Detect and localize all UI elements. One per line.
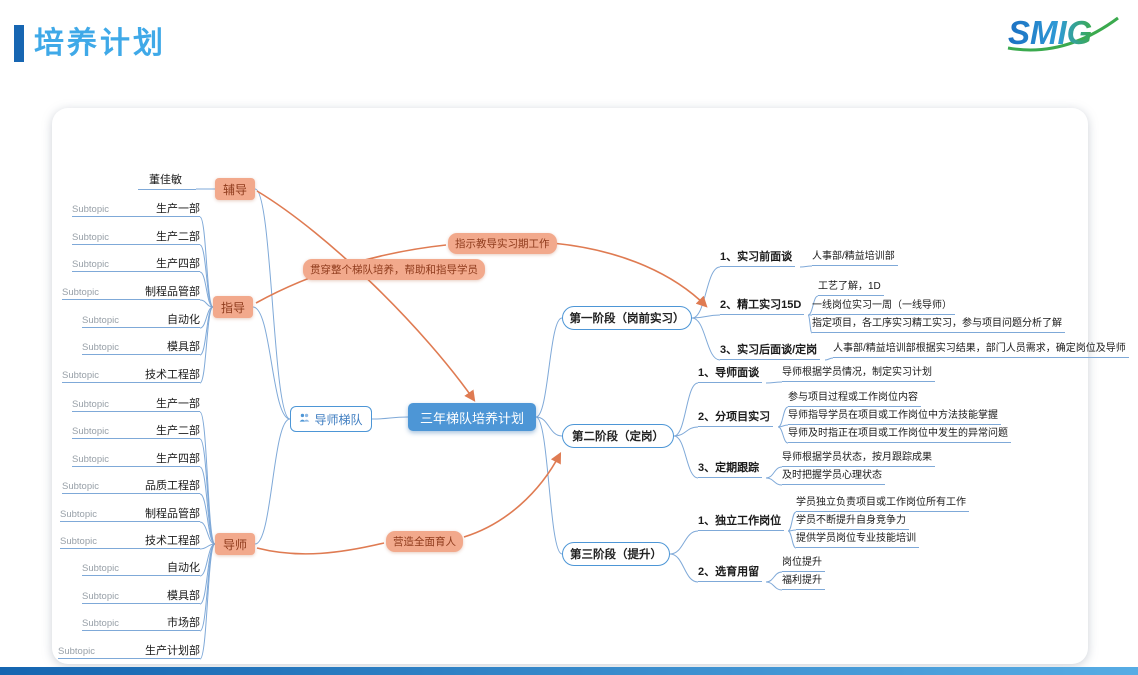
phase-leaf: 岗位提升 [782, 556, 825, 572]
callout-through: 贯穿整个梯队培养，帮助和指导学员 [303, 259, 485, 280]
branch-mentor: 导师 [215, 533, 255, 555]
list-item-guide-prefix: Subtopic [72, 232, 109, 243]
phase-leaf: 人事部/精益培训部 [812, 250, 898, 266]
list-item-mentor-prefix: Subtopic [58, 646, 95, 657]
list-item-guide-label: 生产二部 [156, 231, 200, 243]
team-node-label: 导师梯队 [314, 412, 363, 427]
list-item-mentor: Subtopic 品质工程部 [62, 478, 200, 494]
list-item-mentor: Subtopic 市场部 [82, 615, 200, 631]
list-item-guide: Subtopic 生产四部 [72, 256, 200, 272]
list-item-guide: Subtopic 自动化 [82, 312, 200, 328]
phase-leaf: 学员不断提升自身竞争力 [796, 514, 909, 530]
phase-leaf: 及时把握学员心理状态 [782, 469, 885, 485]
phase-item: 2、选育用留 [698, 565, 763, 582]
list-item-guide-prefix: Subtopic [62, 287, 99, 298]
list-item-guide-prefix: Subtopic [72, 259, 109, 270]
list-item-mentor: Subtopic 生产计划部 [58, 643, 200, 659]
list-item-guide: Subtopic 生产二部 [72, 229, 200, 245]
phase-leaf: 指定项目，各工序实习精工实习，参与项目问题分析了解 [812, 317, 1065, 333]
phase-leaf: 导师指导学员在项目或工作岗位中方法技能掌握 [788, 409, 1001, 425]
list-item-mentor: Subtopic 生产四部 [72, 451, 200, 467]
list-item-guide-label: 技术工程部 [145, 369, 200, 381]
phase-item: 2、分项目实习 [698, 410, 774, 427]
list-item-mentor: Subtopic 自动化 [82, 560, 200, 576]
list-item-guide-label: 自动化 [167, 314, 200, 326]
list-item-guide-label: 模具部 [167, 341, 200, 353]
phase-leaf: 一线岗位实习一周（一线导师） [812, 299, 955, 315]
list-item-guide-label: 生产一部 [156, 203, 200, 215]
phase-leaf: 人事部/精益培训部根据实习结果，部门人员需求，确定岗位及导师 [833, 342, 1129, 358]
phase-item: 1、实习前面谈 [720, 250, 796, 267]
phase-node-3: 第三阶段（提升） [562, 542, 670, 566]
logo-text: SMIG [1008, 14, 1092, 51]
phase-leaf: 参与项目过程或工作岗位内容 [788, 391, 921, 407]
central-topic: 三年梯队培养计划 [408, 403, 536, 431]
list-item-guide-prefix: Subtopic [82, 315, 119, 326]
list-item-mentor-label: 模具部 [167, 590, 200, 602]
phase-leaf: 福利提升 [782, 574, 825, 590]
list-item-guide-label: 制程品管部 [145, 286, 200, 298]
list-item-mentor: Subtopic 技术工程部 [60, 533, 200, 549]
list-item-mentor: Subtopic 模具部 [82, 588, 200, 604]
phase-item: 1、独立工作岗位 [698, 514, 785, 531]
team-people-icon [299, 412, 310, 426]
branch-coach: 辅导 [215, 178, 255, 200]
page-title: 培养计划 [34, 27, 166, 60]
mindmap-card [52, 108, 1088, 664]
phase-leaf: 提供学员岗位专业技能培训 [796, 532, 919, 548]
list-item-mentor-prefix: Subtopic [60, 509, 97, 520]
list-item-mentor-prefix: Subtopic [72, 454, 109, 465]
list-item-mentor-label: 生产二部 [156, 425, 200, 437]
list-item-mentor-label: 品质工程部 [145, 480, 200, 492]
list-item-guide-prefix: Subtopic [72, 204, 109, 215]
list-item-mentor-prefix: Subtopic [62, 481, 99, 492]
phase-item: 1、导师面谈 [698, 366, 763, 383]
phase-leaf: 导师根据学员状态，按月跟踪成果 [782, 451, 935, 467]
list-item-mentor-prefix: Subtopic [82, 591, 119, 602]
list-item-mentor-prefix: Subtopic [82, 563, 119, 574]
phase-item: 3、实习后面谈/定岗 [720, 343, 821, 360]
list-item-mentor-label: 制程品管部 [145, 508, 200, 520]
callout-nurture: 营造全面育人 [386, 531, 463, 552]
list-item-guide-label: 生产四部 [156, 258, 200, 270]
brand-logo: SMIG [1007, 14, 1119, 52]
list-item-guide: Subtopic 技术工程部 [62, 367, 200, 383]
list-item-mentor-label: 技术工程部 [145, 535, 200, 547]
coach-member: 董佳敏 [138, 173, 196, 190]
list-item-mentor: Subtopic 生产一部 [72, 396, 200, 412]
list-item-mentor-prefix: Subtopic [60, 536, 97, 547]
list-item-guide: Subtopic 制程品管部 [62, 284, 200, 300]
list-item-mentor: Subtopic 生产二部 [72, 423, 200, 439]
bottom-accent-bar [0, 667, 1138, 675]
list-item-mentor-prefix: Subtopic [72, 426, 109, 437]
list-item-guide-prefix: Subtopic [82, 342, 119, 353]
list-item-mentor-prefix: Subtopic [82, 618, 119, 629]
list-item-guide: Subtopic 模具部 [82, 339, 200, 355]
phase-item: 3、定期跟踪 [698, 461, 763, 478]
list-item-mentor-label: 自动化 [167, 562, 200, 574]
list-item-mentor-label: 市场部 [167, 617, 200, 629]
branch-guide: 指导 [213, 296, 253, 318]
phase-leaf: 学员独立负责项目或工作岗位所有工作 [796, 496, 969, 512]
list-item-mentor-label: 生产计划部 [145, 645, 200, 657]
list-item-guide-prefix: Subtopic [62, 370, 99, 381]
list-item-mentor: Subtopic 制程品管部 [60, 506, 200, 522]
callout-instruct: 指示教导实习期工作 [448, 233, 557, 254]
phase-node-1: 第一阶段（岗前实习） [562, 306, 692, 330]
phase-leaf: 导师及时指正在项目或工作岗位中发生的异常问题 [788, 427, 1011, 443]
list-item-guide: Subtopic 生产一部 [72, 201, 200, 217]
phase-leaf: 导师根据学员情况，制定实习计划 [782, 366, 935, 382]
list-item-mentor-label: 生产一部 [156, 398, 200, 410]
phase-item: 2、精工实习15D [720, 298, 805, 315]
list-item-mentor-label: 生产四部 [156, 453, 200, 465]
team-node: 导师梯队 [290, 406, 372, 432]
title-accent-bar [14, 25, 24, 62]
phase-node-2: 第二阶段（定岗） [562, 424, 674, 448]
logo-swoosh [1007, 16, 1119, 52]
list-item-mentor-prefix: Subtopic [72, 399, 109, 410]
phase-leaf: 工艺了解，1D [818, 280, 884, 296]
